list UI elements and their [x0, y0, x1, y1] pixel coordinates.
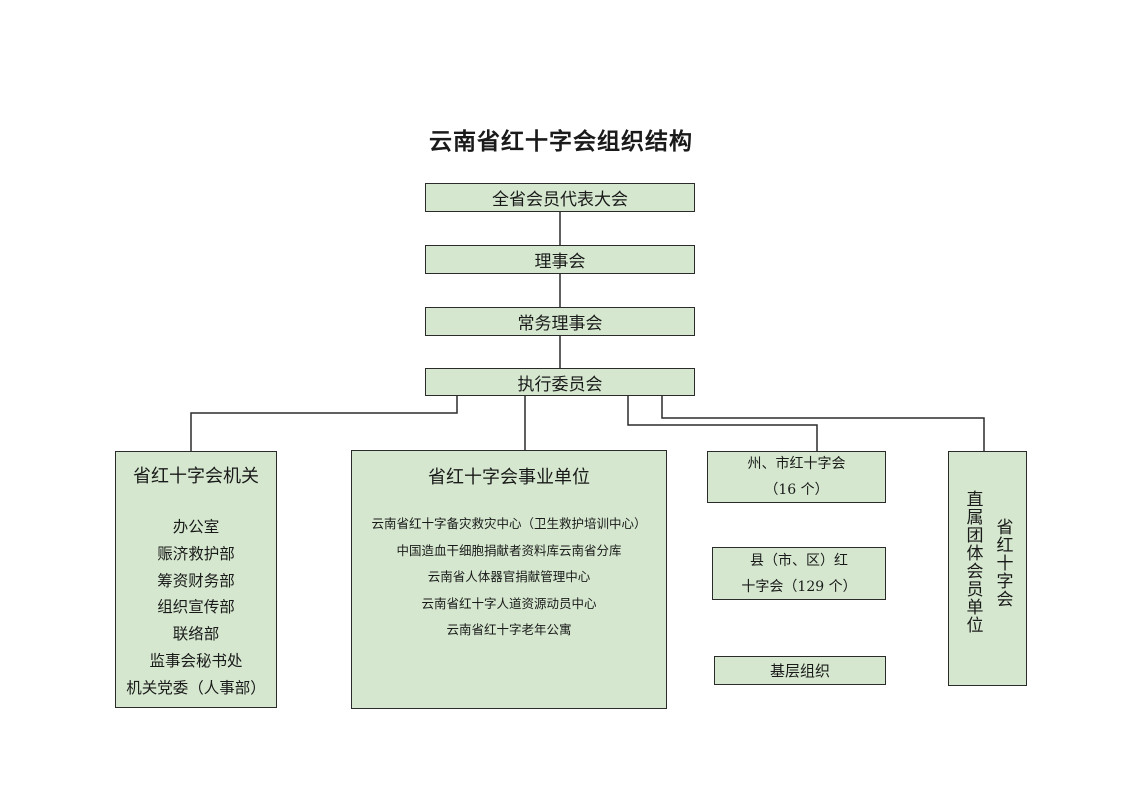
level-box-congress: 全省会员代表大会: [425, 183, 695, 212]
connector-line: [661, 395, 985, 451]
member-units-label-col2: 直属团体会员单位: [962, 490, 983, 634]
list-item: 云南省红十字备灾救灾中心（卫生救护培训中心）: [371, 516, 647, 531]
list-item: 云南省红十字老年公寓: [446, 622, 572, 638]
list-item: 赈济救护部: [157, 544, 235, 563]
grassroots-label: 基层组织: [769, 662, 830, 680]
list-item: 联络部: [172, 625, 220, 644]
list-item: 云南省红十字人道资源动员中心: [421, 595, 597, 611]
level-label: 全省会员代表大会: [492, 190, 628, 210]
prefecture-count: （16 个）: [764, 482, 829, 498]
member-units-box: 省红十字会 直属团体会员单位: [948, 451, 1027, 686]
list-item: 机关党委（人事部）: [126, 678, 266, 697]
list-item: 筹资财务部: [157, 571, 235, 590]
list-item: 云南省人体器官捐献管理中心: [427, 569, 591, 585]
connector-line: [190, 395, 458, 451]
public-units-box: 省红十字会事业单位 云南省红十字备灾救灾中心（卫生救护培训中心） 中国造血干细胞…: [351, 450, 667, 709]
level-label: 理事会: [534, 252, 586, 272]
organ-list: 办公室 赈济救护部 筹资财务部 组织宣传部 联络部 监事会秘书处 机关党委（人事…: [116, 514, 276, 702]
list-item: 组织宣传部: [157, 598, 235, 617]
prefecture-box: 州、市红十字会 （16 个）: [707, 451, 886, 503]
level-label: 常务理事会: [517, 314, 603, 334]
connector-line: [627, 395, 818, 451]
county-box: 县（市、区）红 十字会（129 个）: [712, 547, 886, 600]
public-units-heading: 省红十字会事业单位: [428, 467, 590, 488]
page-title: 云南省红十字会组织结构: [429, 128, 693, 155]
list-item: 办公室: [172, 518, 220, 536]
level-box-executive-committee: 执行委员会: [425, 368, 695, 396]
county-label: 县（市、区）红: [750, 552, 848, 569]
organ-box: 省红十字会机关 办公室 赈济救护部 筹资财务部 组织宣传部 联络部 监事会秘书处…: [115, 451, 277, 708]
organ-heading: 省红十字会机关: [133, 466, 259, 487]
level-label: 执行委员会: [517, 374, 603, 395]
level-box-standing-council: 常务理事会: [425, 307, 695, 336]
public-units-list: 云南省红十字备灾救灾中心（卫生救护培训中心） 中国造血干细胞捐献者资料库云南省分…: [352, 511, 666, 644]
level-box-council: 理事会: [425, 245, 695, 274]
member-units-label-col1: 省红十字会: [992, 518, 1013, 608]
prefecture-label: 州、市红十字会: [747, 456, 846, 472]
list-item: 监事会秘书处: [149, 651, 243, 670]
list-item: 中国造血干细胞捐献者资料库云南省分库: [396, 542, 622, 558]
grassroots-box: 基层组织: [714, 656, 886, 685]
county-count: 十字会（129 个）: [741, 578, 857, 595]
